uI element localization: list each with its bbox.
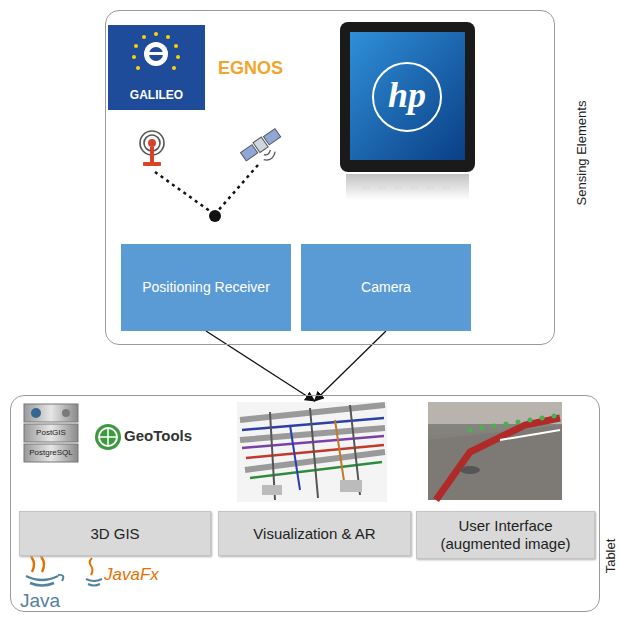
process-box: Positioning Receiver xyxy=(121,244,291,331)
antenna-icon xyxy=(140,131,164,166)
box-label: Visualization & AR xyxy=(253,525,375,543)
module-box: User Interface (augmented image) xyxy=(416,511,595,559)
logo-text: hp xyxy=(360,74,454,116)
logo-text: PostGIS xyxy=(24,428,78,437)
geotools-logo xyxy=(95,424,121,450)
box-label: Camera xyxy=(361,279,411,297)
connector-arrow xyxy=(206,331,315,401)
signal-line xyxy=(155,172,214,214)
javafx-logo xyxy=(86,558,102,586)
receiver-dot xyxy=(209,210,221,222)
box-label: Positioning Receiver xyxy=(142,279,270,297)
galileo-logo xyxy=(108,25,205,110)
logo-text: PostgreSQL xyxy=(24,448,78,457)
group-heading: Sensing Elements xyxy=(574,101,589,206)
module-box: 3D GIS xyxy=(19,511,211,556)
pipes-illustration xyxy=(237,402,387,502)
logo-text: JavaFx xyxy=(104,565,159,585)
database-icon xyxy=(24,404,78,462)
augmented-street-image xyxy=(428,402,562,500)
module-band: Visualization & AR xyxy=(218,511,411,556)
logo-text: GALILEO xyxy=(108,88,205,102)
module-box: Visualization & AR xyxy=(218,401,411,556)
logo-text: Java xyxy=(20,590,60,612)
satellite-icon xyxy=(240,128,288,171)
logo-text: GeoTools xyxy=(124,427,192,444)
group-heading: Tablet xyxy=(603,539,618,574)
box-label: 3D GIS xyxy=(90,525,139,543)
sensing-panel: Sensing ElementsPositioning ReceiverCame… xyxy=(105,10,555,345)
tablet-panel: Tablet3D GISVisualization & ARUser Inter… xyxy=(10,395,600,612)
process-box: Camera xyxy=(301,244,471,331)
tablet-picture xyxy=(340,22,475,200)
logo-text: EGNOS xyxy=(218,58,283,79)
signal-line xyxy=(216,165,258,213)
connector-arrow xyxy=(315,331,387,401)
box-label: User Interface (augmented image) xyxy=(423,517,588,553)
